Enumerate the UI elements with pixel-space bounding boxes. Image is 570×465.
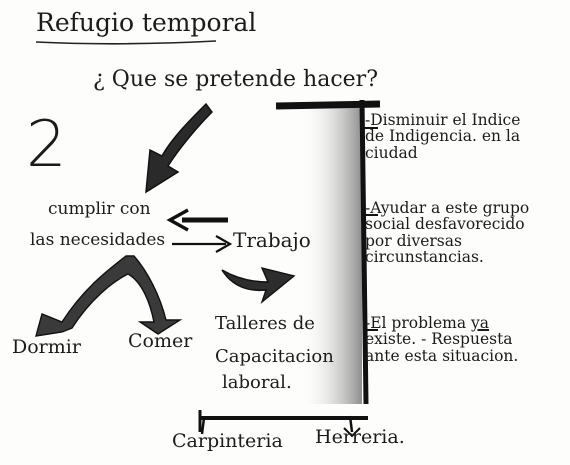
bracket-vertical [359,99,369,405]
objective-2-line1: -Ayudar a este grupo [365,199,530,217]
objective-3-underlined: ya [471,314,490,332]
workshops-line3: laboral. [222,372,292,393]
need-eat-label: Comer [128,330,193,352]
objective-2-line3: por diversas [365,231,462,250]
bracket-shading [300,108,362,404]
objective-1: -Disminuir el Indice de Indigencia. en l… [365,112,520,161]
bottom-right-drop [348,415,354,433]
workshops-line1: Talleres de [215,313,315,334]
arrow-to-workshops [221,266,296,305]
needs-label-line2: las necesidades [30,230,166,250]
title-underline [35,40,217,45]
trade-ironwork-label: Herreria. [315,426,405,448]
trade-carpentry-label: Carpinteria [172,430,283,452]
workshops-line2: Capacitacion [215,346,334,367]
objective-1-line2: de Indigencia. en la [365,127,521,146]
objective-1-line1: -Disminuir el Indice [365,111,521,129]
bottom-right-arrowhead [343,427,361,438]
objective-3: -El problema ya existe. - Respuesta ante… [365,315,518,364]
curved-arrow-down [145,102,213,194]
objective-3-line3: ante esta situacion. [365,346,519,365]
need-sleep-label: Dormir [12,336,81,358]
question-heading: ¿ Que se pretende hacer? [93,67,378,92]
objective-2: -Ayudar a este grupo social desfavorecid… [365,200,529,265]
bottom-left-drop [200,417,206,435]
objective-2-line2: social desfavorecido [365,215,525,234]
arrow-left-head [166,208,189,232]
objective-1-line3: ciudad [365,143,418,162]
sketch-title: Refugio temporal [36,8,257,37]
objective-2-line4: circunstancias. [365,247,484,266]
arrow-right-head [215,235,233,253]
objective-3-line1: -El problema ya [365,315,518,331]
work-label: Trabajo [233,228,311,252]
objective-3-pre: -El problema [365,314,467,332]
needs-label-line1: cumplir con [48,199,151,219]
fork-shape [35,255,183,337]
section-number: 2 [26,108,67,182]
objective-3-line2: existe. - Respuesta [365,330,513,349]
